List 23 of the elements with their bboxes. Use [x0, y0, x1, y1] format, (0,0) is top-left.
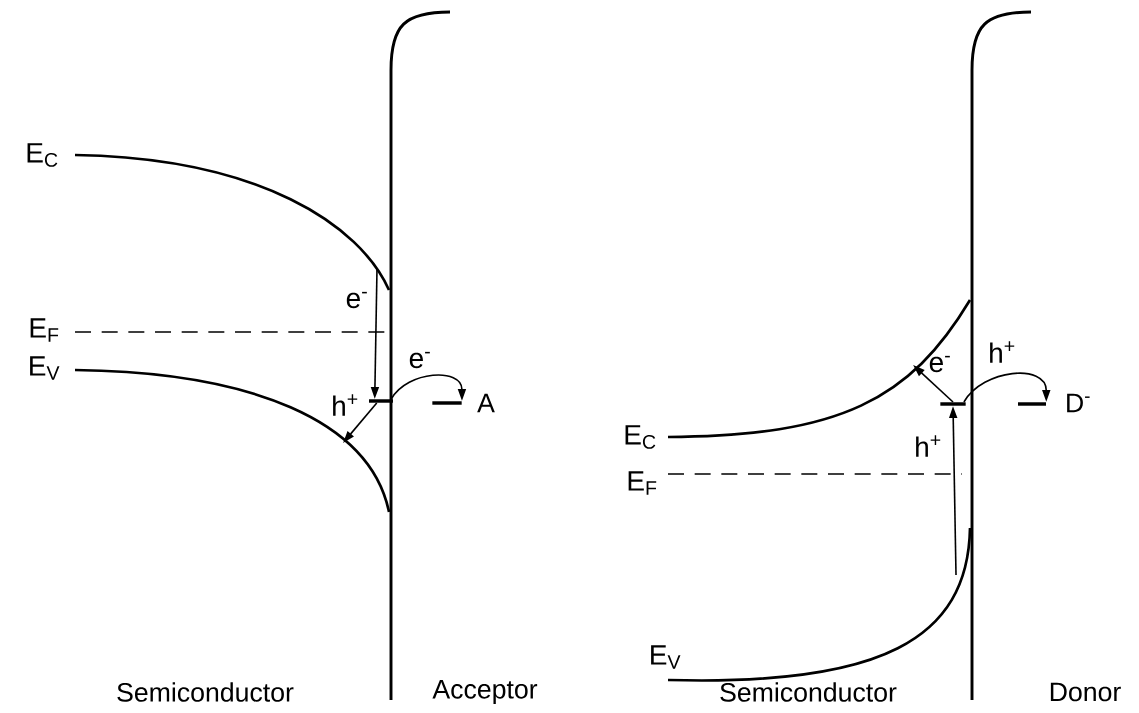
edge-label: h$^{+}$ — [333, 394, 358, 416]
edge-label: h$^{+}$ — [916, 435, 941, 457]
energy-level-label: A — [477, 393, 495, 413]
region-label: Donor — [1050, 682, 1121, 702]
edge-label: e$^{-}$ — [346, 291, 367, 309]
arrow — [963, 372, 1051, 403]
edge-label: e$^{-}$ — [929, 355, 950, 373]
energy-label: E$_{F}$ — [628, 471, 657, 495]
region-label: Acceptor — [432, 680, 538, 704]
edge-label: h$^{+}$ — [990, 341, 1015, 363]
energy-label: E$_{C}$ — [27, 143, 58, 167]
energy-level-label: D$^{-}$ — [1067, 393, 1090, 413]
surface-state-level — [432, 401, 462, 405]
region-label: Semiconductor — [720, 682, 897, 702]
surface-state-level — [940, 402, 966, 406]
surface-state-level — [1018, 402, 1046, 406]
energy-label: E$_{F}$ — [30, 318, 59, 342]
region-label: Semiconductor — [117, 682, 294, 702]
energy-label: E$_{V}$ — [30, 356, 60, 380]
edge-label: e$^{-}$ — [409, 351, 430, 369]
energy-label: E$_{V}$ — [651, 645, 681, 669]
surface-state-level — [369, 399, 393, 403]
energy-label: E$_{C}$ — [625, 425, 656, 449]
